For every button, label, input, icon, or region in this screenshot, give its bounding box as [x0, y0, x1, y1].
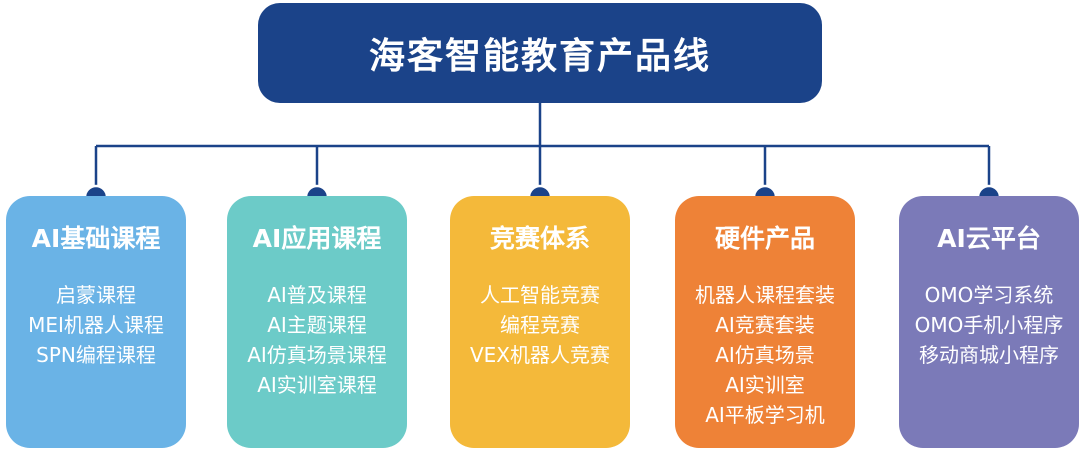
category-item: OMO学习系统: [924, 283, 1054, 307]
category-item: 移动商城小程序: [919, 343, 1059, 367]
category-item: OMO手机小程序: [914, 313, 1064, 337]
category-item: AI平板学习机: [705, 403, 825, 427]
category-title: AI应用课程: [252, 224, 382, 253]
category-item: AI仿真场景: [715, 343, 815, 367]
category-item-list: 机器人课程套装 AI竞赛套装 AI仿真场景 AI实训室 AI平板学习机: [675, 280, 855, 430]
category-title: AI云平台: [937, 224, 1041, 253]
category-item: AI竞赛套装: [715, 313, 815, 337]
category-title: 竞赛体系: [489, 224, 590, 253]
category-item: AI仿真场景课程: [247, 343, 387, 367]
category-item: SPN编程课程: [36, 343, 156, 367]
category-card-ai-cloud: AI云平台 OMO学习系统 OMO手机小程序 移动商城小程序: [899, 196, 1079, 448]
category-card-hardware: 硬件产品 机器人课程套装 AI竞赛套装 AI仿真场景 AI实训室 AI平板学习机: [675, 196, 855, 448]
category-item: 机器人课程套装: [695, 283, 835, 307]
category-item: VEX机器人竞赛: [469, 343, 611, 367]
category-item: AI实训室: [725, 373, 805, 397]
category-item-list: 人工智能竞赛 编程竞赛 VEX机器人竞赛: [450, 280, 630, 370]
category-card-competition: 竞赛体系 人工智能竞赛 编程竞赛 VEX机器人竞赛: [450, 196, 630, 448]
root-title: 海客智能教育产品线: [368, 36, 711, 77]
category-item-list: AI普及课程 AI主题课程 AI仿真场景课程 AI实训室课程: [227, 280, 407, 400]
root-node: 海客智能教育产品线: [258, 3, 822, 103]
category-card-ai-basic: AI基础课程 启蒙课程 MEI机器人课程 SPN编程课程: [6, 196, 186, 448]
category-item: AI普及课程: [267, 283, 367, 307]
category-item: MEI机器人课程: [28, 313, 164, 337]
category-item-list: OMO学习系统 OMO手机小程序 移动商城小程序: [899, 280, 1079, 370]
category-item: 编程竞赛: [500, 313, 580, 337]
category-card-ai-application: AI应用课程 AI普及课程 AI主题课程 AI仿真场景课程 AI实训室课程: [227, 196, 407, 448]
category-item: 启蒙课程: [56, 283, 136, 307]
category-item: AI主题课程: [267, 313, 367, 337]
category-item: AI实训室课程: [257, 373, 377, 397]
category-item-list: 启蒙课程 MEI机器人课程 SPN编程课程: [6, 280, 186, 370]
category-title: 硬件产品: [714, 224, 815, 253]
category-title: AI基础课程: [31, 224, 161, 253]
category-item: 人工智能竞赛: [480, 283, 600, 307]
